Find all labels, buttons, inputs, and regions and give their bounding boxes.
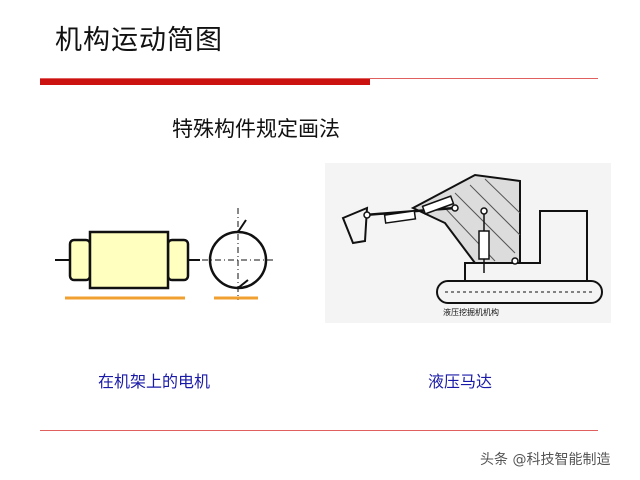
arm-cylinder: [421, 195, 455, 215]
section-subtitle: 特殊构件规定画法: [172, 117, 340, 141]
hatch-1: [454, 192, 516, 254]
motor-body: [88, 230, 170, 290]
hatch-3: [484, 178, 521, 214]
end-view-top-mark: [237, 219, 247, 233]
excavator-body: [464, 210, 588, 282]
joint-arm: [451, 204, 459, 212]
title-divider-accent: [40, 79, 370, 85]
excavator-boom: [410, 173, 521, 264]
bucket-cylinder: [383, 210, 417, 224]
slide-title: 机构运动简图: [55, 25, 223, 56]
bottom-divider: [40, 430, 598, 431]
motor-caption: 在机架上的电机: [98, 372, 211, 391]
left-accent-bar: [0, 0, 12, 480]
joint-base: [511, 257, 519, 265]
excavator-inset-label: 液压挖掘机机构: [443, 307, 499, 317]
end-view-bottom-mark: [237, 279, 249, 289]
hatch-2: [469, 184, 521, 236]
excavator-image: 液压挖掘机机构: [325, 163, 611, 323]
motor-diagram: [55, 208, 276, 300]
joint-boom: [480, 207, 488, 215]
excavator-drawing: 液压挖掘机机构: [341, 173, 603, 317]
motor-end-cap-right: [166, 238, 190, 282]
motor-end-cap-left: [68, 238, 92, 282]
boom-cylinder: [478, 230, 490, 260]
hydraulic-motor-caption: 液压马达: [428, 372, 493, 391]
excavator-bucket: [341, 206, 369, 245]
joint-bucket: [363, 211, 371, 219]
title-divider: [40, 78, 598, 79]
watermark: 头条 @科技智能制造: [480, 452, 611, 468]
